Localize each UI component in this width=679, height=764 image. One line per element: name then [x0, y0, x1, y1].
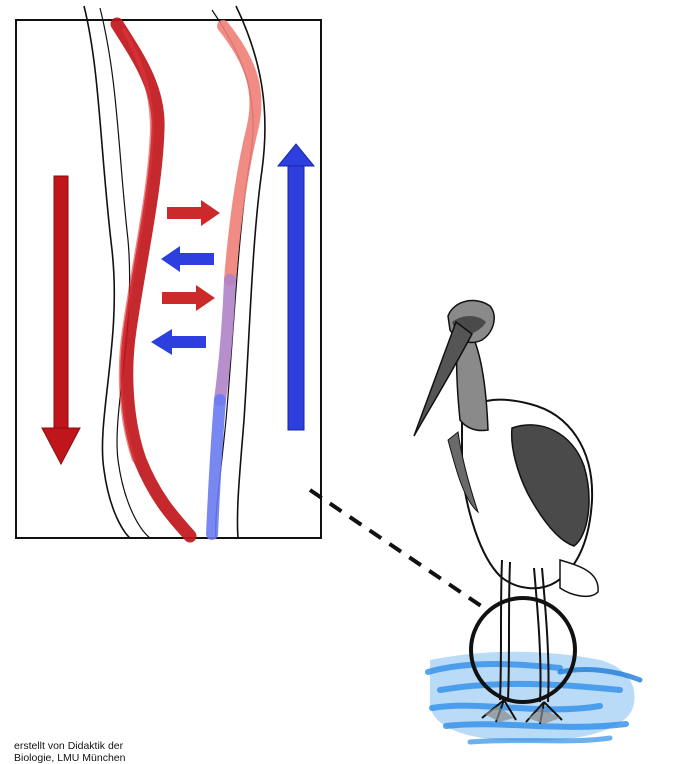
- vein-lower: [212, 400, 220, 534]
- stork-tail: [560, 560, 598, 596]
- credit-line-2: Biologie, LMU München: [14, 752, 234, 764]
- credit-text: erstellt von Didaktik der Biologie, LMU …: [14, 740, 234, 764]
- zoom-inset: [16, 6, 321, 538]
- zoom-connector: [310, 490, 490, 612]
- water: [428, 652, 640, 742]
- credit-line-1: erstellt von Didaktik der: [14, 740, 234, 752]
